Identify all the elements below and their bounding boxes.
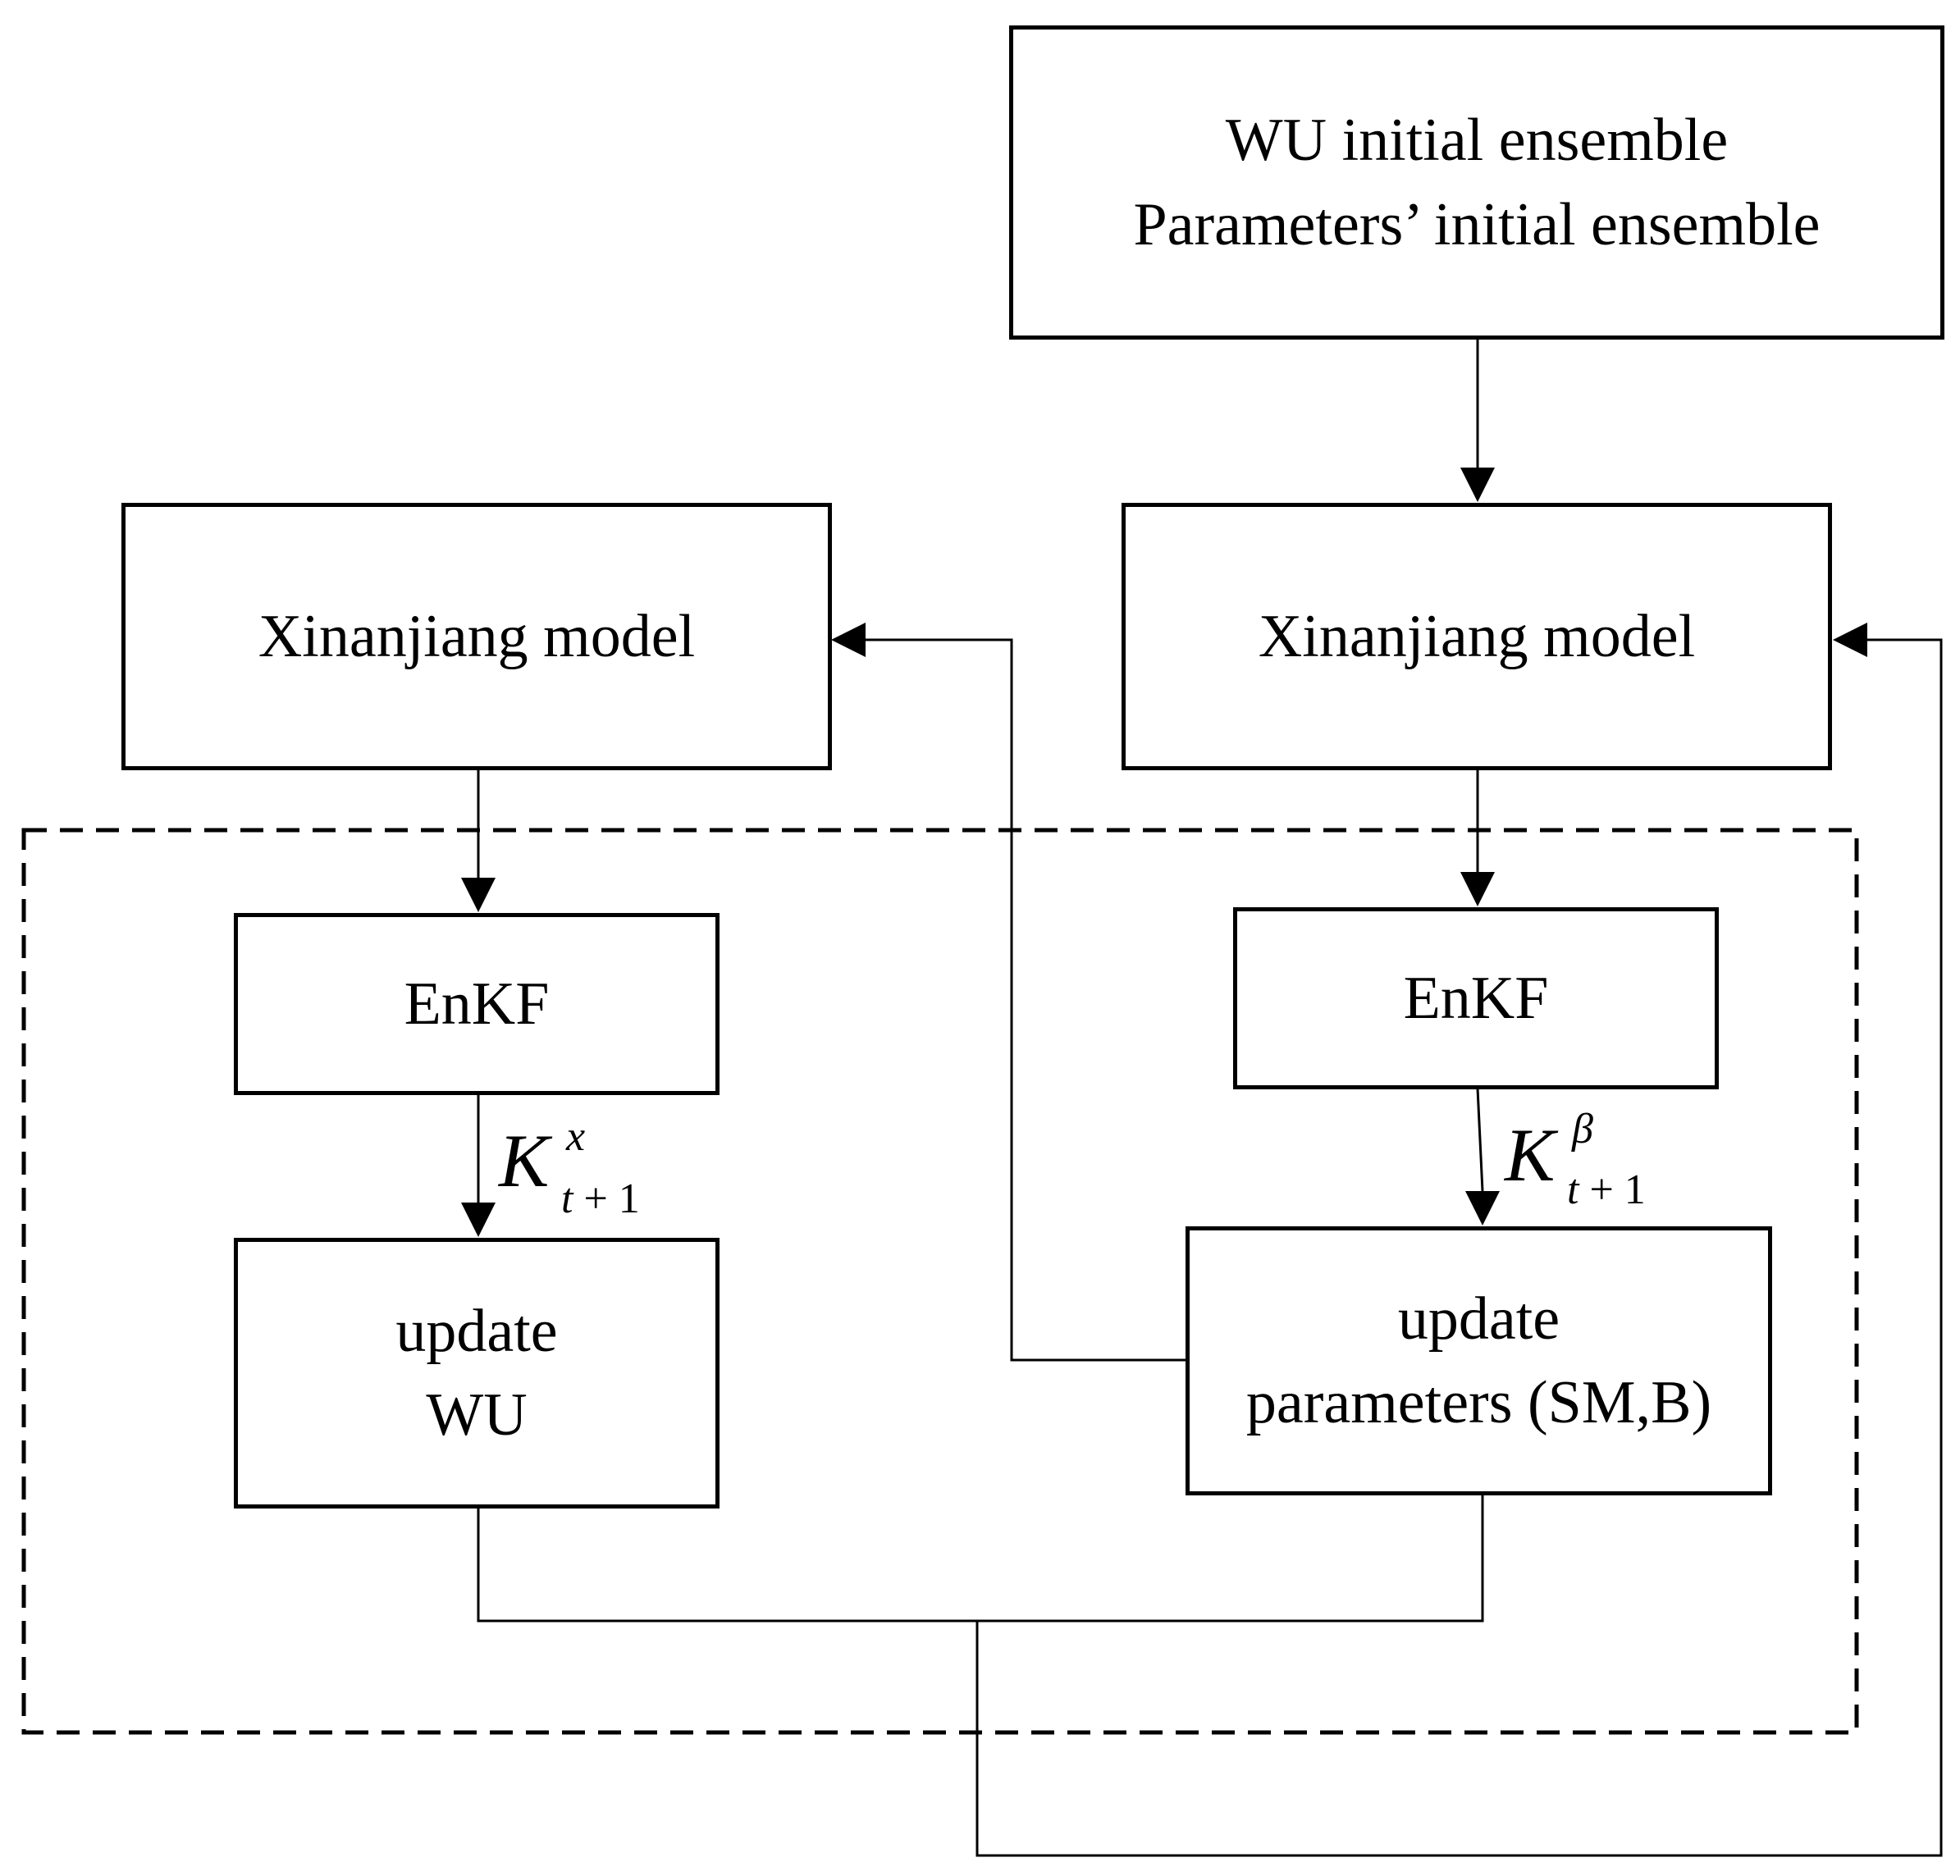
enkf-left-box: EnKF <box>234 913 720 1095</box>
xinanjiang-model-right-label: Xinanjiang model <box>1258 602 1696 670</box>
arrowhead-enkf-left-to-update <box>461 1203 496 1237</box>
gain-beta-subscript: t + 1 <box>1567 1166 1646 1214</box>
gain-x-subscript: t + 1 <box>561 1175 640 1223</box>
enkf-right-box: EnKF <box>1233 907 1719 1089</box>
initial-ensemble-line1: WU initial ensemble <box>1225 107 1729 175</box>
arrowhead-model-left-to-enkf <box>461 878 496 912</box>
gain-x-subscript-var: t <box>561 1175 573 1222</box>
update-wu-box: update WU <box>234 1238 720 1509</box>
arrowhead-model-right-to-enkf <box>1460 872 1495 906</box>
gain-beta-subscript-rest: + 1 <box>1579 1166 1646 1213</box>
gain-x-superscript: x <box>566 1113 586 1160</box>
xinanjiang-model-right-box: Xinanjiang model <box>1122 503 1832 770</box>
update-parameters-line1: update <box>1397 1285 1560 1353</box>
xinanjiang-model-left-label: Xinanjiang model <box>258 602 696 670</box>
arrowhead-init-to-model <box>1460 468 1495 502</box>
xinanjiang-model-left-box: Xinanjiang model <box>121 503 832 770</box>
gain-beta-superscript: β <box>1572 1106 1593 1153</box>
kalman-gain-beta-label: K β t + 1 <box>1505 1106 1685 1218</box>
initial-ensemble-line2: Parameters’ initial ensemble <box>1133 190 1821 258</box>
update-parameters-box: update parameters (SM,B) <box>1186 1226 1772 1495</box>
arrow-enkf-right-to-update <box>1476 1088 1484 1192</box>
arrowhead-feedback-params-to-model-left <box>831 623 866 657</box>
gain-beta-symbol: K <box>1505 1113 1556 1197</box>
update-wu-line1: update <box>395 1297 558 1365</box>
assimilation-region <box>21 828 1859 1735</box>
update-parameters-line2: parameters (SM,B) <box>1245 1369 1712 1436</box>
arrowhead-feedback-to-model-right <box>1833 623 1867 657</box>
initial-ensemble-box: WU initial ensemble Parameters’ initial … <box>1009 25 1944 340</box>
feedback-to-model-right <box>975 638 1943 1857</box>
enkf-left-label: EnKF <box>404 970 550 1038</box>
feedback-update-wu-down <box>477 1495 1484 1623</box>
arrowhead-enkf-right-to-update <box>1465 1191 1500 1226</box>
gain-x-subscript-rest: + 1 <box>573 1175 640 1222</box>
update-wu-line2: WU <box>426 1381 528 1449</box>
kalman-gain-x-label: K x t + 1 <box>499 1113 679 1224</box>
enkf-right-label: EnKF <box>1403 964 1549 1032</box>
feedback-params-to-model-left <box>866 638 1187 1362</box>
gain-beta-subscript-var: t <box>1567 1166 1579 1213</box>
gain-x-symbol: K <box>499 1119 550 1203</box>
